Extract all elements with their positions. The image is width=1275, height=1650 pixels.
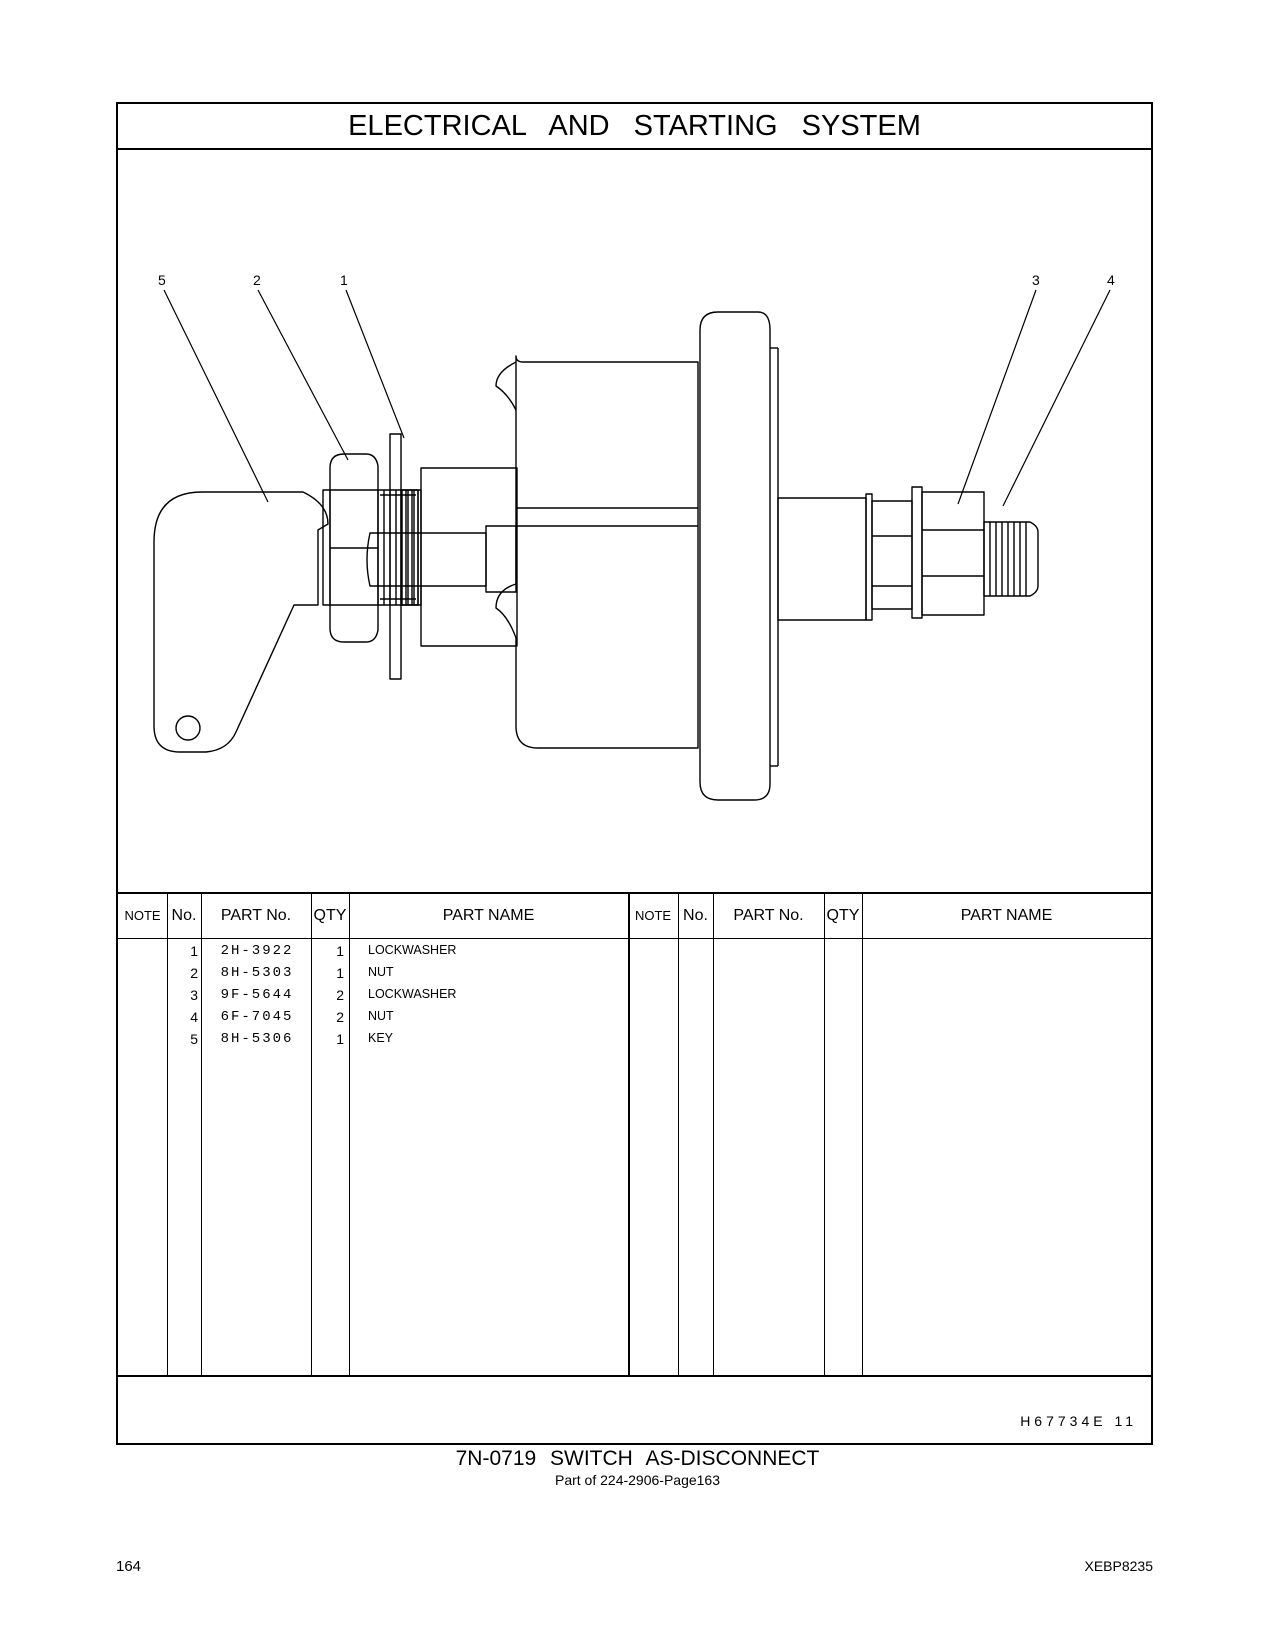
header-no: No. (171, 907, 197, 924)
header-qty-2: QTY (826, 907, 860, 924)
item-number: 2 (190, 965, 198, 981)
callout-4: 4 (1107, 272, 1115, 288)
callout-2: 2 (253, 272, 261, 288)
key-part (153, 491, 329, 753)
quantity: 2 (336, 987, 344, 1003)
part-number: 8H-5303 (220, 965, 294, 981)
quantity: 1 (336, 1031, 344, 1047)
quantity: 2 (336, 1009, 344, 1025)
part-number: 2H-3922 (220, 943, 294, 959)
table-row: 3 9F-5644 2 LOCKWASHER (118, 987, 1151, 1009)
terminal-stud (983, 521, 1039, 597)
exploded-view-drawing: 5 2 1 3 4 (153, 272, 1115, 801)
part-name: KEY (368, 1031, 394, 1045)
item-number: 4 (190, 1009, 198, 1025)
page-number: 164 (116, 1558, 142, 1575)
header-no-2: No. (683, 907, 708, 924)
table-row: 5 8H-5306 1 KEY (118, 1031, 1151, 1053)
callout-1: 1 (340, 272, 348, 288)
rear-step (865, 493, 873, 621)
switch-flange (699, 311, 779, 801)
illustration-reference: H67734E 11 (1020, 1413, 1137, 1429)
table-row: 2 8H-5303 1 NUT (118, 965, 1151, 987)
part-number: 9F-5644 (220, 987, 294, 1003)
section-title: ELECTRICAL AND STARTING SYSTEM (118, 104, 1151, 150)
header-part-no-2: PART No. (733, 907, 804, 924)
nut-part-4 (921, 491, 985, 616)
header-part-no: PART No. (220, 907, 292, 924)
item-number: 1 (190, 943, 198, 959)
rear-boss (777, 497, 867, 621)
switch-housing (495, 355, 699, 749)
table-row: 1 2H-3922 1 LOCKWASHER (118, 943, 1151, 965)
rear-nut (871, 500, 913, 610)
part-name: LOCKWASHER (368, 943, 457, 957)
table-row: 4 6F-7045 2 NUT (118, 1009, 1151, 1031)
mounting-collar (420, 467, 518, 647)
header-part-name-2: PART NAME (960, 907, 1053, 924)
part-name: NUT (368, 1009, 394, 1023)
subassembly-reference: Part of 224-2906-Page163 (554, 1472, 720, 1488)
item-number: 3 (190, 987, 198, 1003)
header-note: NOTE (124, 908, 161, 923)
subassembly-title: 7N-0719 SWITCH AS-DISCONNECT (455, 1447, 820, 1470)
page-frame: ELECTRICAL AND STARTING SYSTEM 5 2 1 3 4 (116, 102, 1153, 1445)
document-code: XEBP8235 (1084, 1558, 1154, 1574)
header-note-2: NOTE (634, 908, 672, 923)
part-number: 6F-7045 (220, 1009, 294, 1025)
key-ring-hole (175, 715, 201, 741)
item-number: 5 (190, 1031, 198, 1047)
leader-lines (163, 289, 1111, 507)
callout-3: 3 (1032, 272, 1040, 288)
nut-part (322, 453, 379, 643)
parts-table: NOTE No. PART No. QTY PART NAME NOTE No.… (118, 892, 1151, 1375)
header-qty: QTY (313, 907, 347, 924)
part-number: 8H-5306 (220, 1031, 294, 1047)
header-part-name: PART NAME (442, 907, 535, 924)
lockwasher-part-3 (911, 486, 923, 619)
thread-section (400, 489, 422, 606)
illustration-footer: H67734E 11 (118, 1375, 1151, 1443)
quantity: 1 (336, 965, 344, 981)
part-name: LOCKWASHER (368, 987, 457, 1001)
part-name: NUT (368, 965, 394, 979)
callout-5: 5 (158, 272, 166, 288)
quantity: 1 (336, 943, 344, 959)
